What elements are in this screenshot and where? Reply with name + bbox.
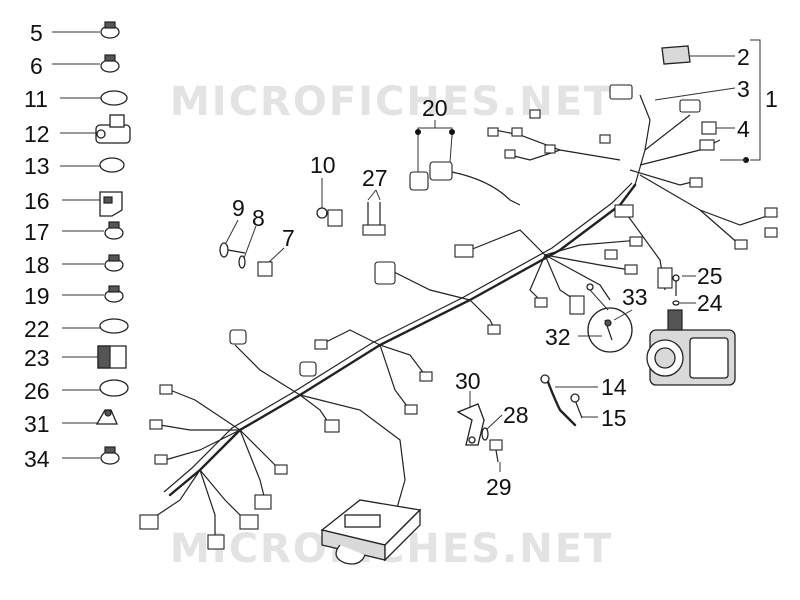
part-15-bolt: [570, 393, 598, 419]
callout-18: 18: [24, 252, 50, 278]
callout-20: 20: [422, 95, 448, 121]
part-7-nut: [257, 247, 285, 277]
throttle-body: [646, 309, 736, 386]
part-13-band-clamp: [60, 157, 125, 173]
callout-27: 27: [362, 165, 388, 191]
control-unit: [320, 499, 422, 565]
part-5-clamp: [52, 21, 120, 39]
part-23-holder: [62, 345, 127, 369]
callout-33: 33: [622, 284, 648, 310]
watermark-top: MICROFICHES.NET: [170, 79, 613, 125]
callout-25: 25: [697, 263, 723, 289]
part-25-screw: [672, 274, 696, 296]
part-9-washer: [219, 219, 246, 258]
callout-26: 26: [24, 378, 50, 404]
callout-19: 19: [24, 283, 50, 309]
part-14-ground-strap: [540, 374, 598, 427]
harness-connectors: [139, 84, 778, 550]
part-28-washer: [481, 414, 503, 441]
callout-4: 4: [737, 116, 750, 142]
part-19-clamp: [62, 285, 124, 303]
callout-numbers: 5 6 11 12 13 16 17 18 19 22 23 26 31 34 …: [24, 20, 778, 500]
callout-6: 6: [30, 53, 43, 79]
callout-31: 31: [24, 411, 50, 437]
callout-28: 28: [503, 402, 529, 428]
part-34-clamp: [62, 446, 120, 465]
part-6-clamp: [52, 54, 120, 73]
callout-15: 15: [601, 405, 627, 431]
callout-17: 17: [24, 219, 50, 245]
part-12-sensor: [60, 114, 131, 144]
callout-1: 1: [765, 86, 778, 112]
part-17-clamp: [62, 221, 124, 240]
callout-24: 24: [697, 290, 723, 316]
callout-8: 8: [252, 205, 265, 231]
callout-11: 11: [24, 86, 48, 112]
group-bracket-1: [720, 39, 761, 163]
callout-34: 34: [24, 446, 50, 472]
callout-12: 12: [24, 121, 50, 147]
part-2-relay: [661, 45, 735, 65]
callout-7: 7: [282, 225, 295, 251]
callout-2: 2: [737, 44, 750, 70]
part-10-bolt-bracket: [316, 178, 343, 227]
part-24-washer: [672, 300, 696, 306]
part-18-clamp: [62, 254, 124, 272]
callout-14: 14: [601, 374, 627, 400]
callout-22: 22: [24, 316, 50, 342]
part-16-holder: [62, 191, 123, 217]
part-30-bracket: [456, 391, 485, 446]
part-20-connector-pair: [409, 120, 521, 206]
callout-32: 32: [545, 324, 571, 350]
callout-30: 30: [455, 368, 481, 394]
part-3-connector: [654, 87, 736, 101]
part-4-connector: [701, 121, 735, 135]
callout-29: 29: [486, 474, 512, 500]
part-31-grommet: [62, 409, 118, 425]
callout-3: 3: [737, 76, 750, 102]
part-29-bolt: [489, 439, 503, 472]
detail-32-33-inset: [578, 283, 633, 353]
part-27-screws: [362, 189, 386, 236]
part-22-band-clamp: [62, 318, 129, 334]
callout-23: 23: [24, 345, 50, 371]
callout-5: 5: [30, 20, 43, 46]
part-8-washer: [238, 225, 257, 269]
callout-9: 9: [232, 195, 245, 221]
callout-13: 13: [24, 153, 50, 179]
callout-16: 16: [24, 188, 50, 214]
callout-10: 10: [310, 152, 336, 178]
part-11-band-clamp: [60, 90, 128, 106]
part-26-band-clamp: [62, 379, 129, 397]
